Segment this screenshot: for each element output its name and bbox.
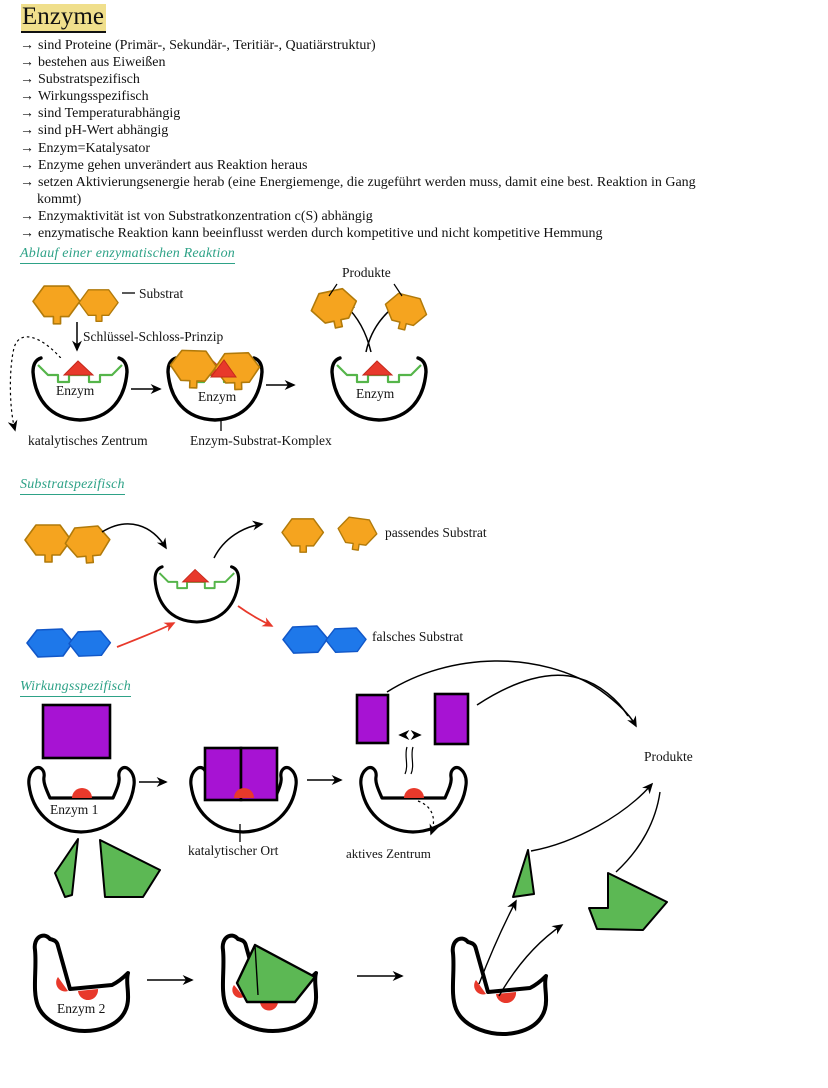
heading-substratspezifisch: Substratspezifisch	[20, 477, 125, 495]
green-to-produkte-arc-2	[615, 791, 661, 873]
label-katalytisches-zentrum: katalytisches Zentrum	[28, 433, 148, 448]
arrow-bullet: →	[20, 174, 34, 190]
wrong-substrate-pair-left	[26, 628, 112, 658]
matching-substrate-pair	[24, 524, 113, 566]
heading-wirkungsspezifisch: Wirkungsspezifisch	[20, 679, 131, 697]
enzyme1-cup-empty	[27, 765, 136, 834]
catalytic-center-pointer	[7, 336, 72, 432]
list-item: →sind Temperaturabhängig	[20, 106, 181, 122]
purple-blocks-in-enzyme	[203, 746, 279, 802]
wrong-substrate-pair-right	[282, 625, 367, 654]
released-substrates	[281, 515, 380, 554]
arrow-bullet: →	[20, 89, 34, 105]
enzyme2-release-arrow-2	[498, 924, 564, 997]
wrong-substrate-arrow-in	[116, 622, 176, 648]
enzyme-cup	[153, 565, 241, 624]
label-enzym-2: Enzym	[198, 389, 237, 404]
enzyme2-cup-release	[450, 936, 549, 1036]
label-produkte-1: Produkte	[342, 265, 391, 280]
list-item: →Enzyme gehen unverändert aus Reaktion h…	[20, 157, 308, 173]
list-item: →Wirkungsspezifisch	[20, 89, 149, 105]
list-item: →enzymatische Reaktion kann beeinflusst …	[20, 226, 603, 242]
list-item: →Substratspezifisch	[20, 72, 140, 88]
arrow-bullet: →	[20, 140, 34, 156]
arrow-bullet: →	[20, 38, 34, 53]
label-aktives-zentrum: aktives Zentrum	[346, 846, 431, 861]
list-item: →Enzym=Katalysator	[20, 140, 151, 156]
enzyme2-cup-empty	[32, 933, 131, 1033]
product-hexagons	[307, 285, 431, 335]
label-enzym-1: Enzym	[56, 383, 95, 398]
arrow-bullet: →	[20, 157, 34, 173]
enzyme2-release-arrow-1	[478, 899, 517, 985]
list-item: →setzen Aktivierungsenergie herab (eine …	[20, 174, 696, 190]
list-item: →sind Proteine (Primär-, Sekundär-, Teri…	[20, 38, 376, 53]
properties-list: →sind Proteine (Primär-, Sekundär-, Teri…	[20, 37, 820, 242]
purple-substrate-block	[41, 703, 112, 760]
to-produkte-arc-2	[476, 674, 629, 717]
label-substrat: Substrat	[139, 286, 184, 301]
release-squiggle-left	[404, 746, 408, 775]
label-enzym-3: Enzym	[356, 386, 395, 401]
diagram-substratspezifisch	[24, 515, 380, 658]
purple-product-blocks	[355, 692, 470, 746]
heading-ablauf: Ablauf einer enzymatischen Reaktion	[20, 246, 235, 264]
substrate-to-enzyme-arrow	[101, 523, 167, 550]
arrow-bullet: →	[20, 55, 34, 71]
list-item: →Enzymaktivität ist von Substratkonzentr…	[20, 208, 373, 224]
substrate-in-complex	[168, 349, 262, 392]
diagram-wirkungsspezifisch	[27, 660, 668, 1036]
diagram-ablauf	[7, 283, 431, 432]
page-title: Enzyme	[21, 4, 106, 33]
label-schluessel-schloss: Schlüssel-Schloss-Prinzip	[83, 329, 224, 344]
produkte-connector-right	[393, 283, 403, 297]
enzyme1-cup-release	[359, 765, 468, 834]
arrow-bullet: →	[20, 72, 34, 88]
label-enzym2: Enzym 2	[57, 1001, 106, 1016]
label-produkte-2: Produkte	[644, 749, 693, 764]
substrate-pair	[32, 285, 119, 325]
green-product-pieces	[512, 849, 668, 931]
arrow-bullet: →	[20, 208, 34, 224]
arrow-bullet: →	[20, 123, 34, 139]
wrong-substrate-arrow-out	[237, 605, 274, 627]
to-produkte-arc-1	[386, 660, 637, 728]
green-substrate-pieces	[54, 838, 161, 898]
label-enzym-substrat-komplex: Enzym-Substrat-Komplex	[190, 433, 332, 448]
produkte-connector-left	[328, 283, 338, 297]
list-item: →bestehen aus Eiweißen	[20, 55, 166, 71]
label-falsches-substrat: falsches Substrat	[372, 629, 464, 644]
enzyme-to-product-arrow	[213, 520, 264, 559]
release-squiggle-right	[410, 746, 414, 775]
list-item: →sind pH-Wert abhängig	[20, 123, 169, 139]
arrow-bullet: →	[20, 226, 34, 242]
label-katalytischer-ort: katalytischer Ort	[188, 843, 279, 858]
list-item-continuation: kommt)	[37, 191, 82, 207]
enzyme2-cup-bound	[220, 933, 319, 1033]
arrow-bullet: →	[20, 106, 34, 122]
green-to-produkte-arc-1	[530, 782, 654, 852]
label-passendes-substrat: passendes Substrat	[385, 525, 487, 540]
label-enzym1: Enzym 1	[50, 802, 99, 817]
